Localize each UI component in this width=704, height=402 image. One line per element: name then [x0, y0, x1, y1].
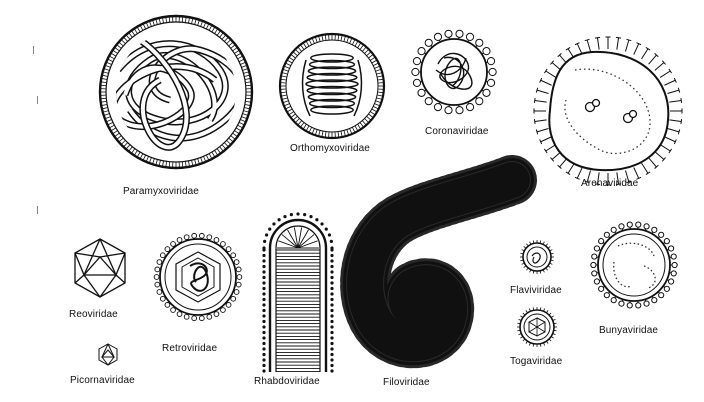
label-paramyxoviridae: Paramyxoviridae [123, 186, 199, 197]
reoviridae-virion [75, 239, 125, 297]
paramyxoviridae-virion [100, 16, 252, 168]
orthomyxoviridae-nucleocapsid [303, 54, 362, 116]
label-orthomyxoviridae: Orthomyxoviridae [290, 143, 370, 154]
label-coronaviridae: Coronaviridae [425, 126, 489, 137]
scan-mark [33, 46, 34, 54]
retroviridae-genome [190, 263, 208, 291]
coronaviridae-virion [412, 30, 496, 114]
bunyaviridae-virion [591, 222, 677, 308]
label-picornaviridae: Picornaviridae [70, 375, 135, 386]
label-togaviridae: Togaviridae [510, 356, 562, 367]
label-reoviridae: Reoviridae [69, 309, 118, 320]
orthomyxoviridae-virion [280, 34, 384, 138]
scan-mark [37, 206, 38, 214]
label-bunyaviridae: Bunyaviridae [599, 325, 658, 336]
arenaviridae-virion [534, 37, 682, 185]
picornaviridae-virion [99, 344, 117, 365]
label-flaviviridae: Flaviviridae [510, 285, 562, 296]
label-retroviridae: Retroviridae [162, 343, 217, 354]
label-arenaviridae: Arenaviridae [581, 178, 638, 189]
retroviridae-virion [154, 233, 242, 320]
rhabdoviridae-virion [262, 212, 333, 372]
label-filoviridae: Filoviridae [383, 377, 430, 388]
paramyxoviridae-nucleocapsid [113, 40, 242, 147]
filoviridae-virion [365, 180, 512, 343]
label-rhabdoviridae: Rhabdoviridae [254, 376, 320, 387]
scan-mark [37, 96, 38, 104]
togaviridae-virion [517, 307, 557, 347]
flaviviridae-virion [520, 240, 554, 274]
